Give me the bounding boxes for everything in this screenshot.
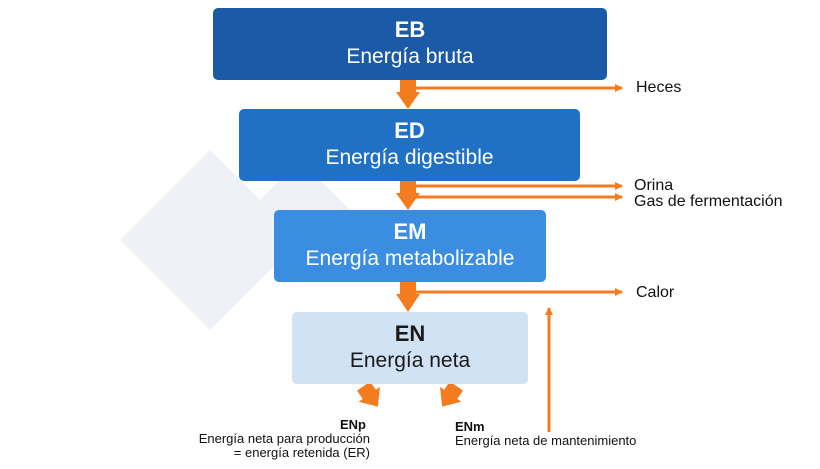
arrow-en-to-enp	[357, 381, 380, 407]
arrow-ed-to-em	[396, 181, 420, 210]
output-label-enp-line2: = energía retenida (ER)	[233, 445, 370, 460]
output-abbr-enm: ENm	[455, 419, 485, 434]
arrow-eb-to-ed	[396, 80, 420, 109]
box-energia-bruta: EB Energía bruta	[213, 8, 607, 80]
arrow-en-to-enm	[440, 381, 463, 407]
box-label: Energía digestible	[325, 146, 494, 169]
loss-label-gas: Gas de fermentación	[634, 193, 783, 210]
loss-label-heces: Heces	[636, 79, 682, 96]
box-energia-neta: EN Energía neta	[292, 312, 528, 384]
loss-label-orina: Orina	[634, 177, 674, 194]
box-abbr: EM	[393, 219, 427, 244]
box-label: Energía metabolizable	[305, 247, 515, 270]
box-abbr: EB	[394, 17, 426, 42]
box-label: Energía bruta	[346, 45, 474, 68]
box-label: Energía neta	[349, 349, 471, 372]
arrow-em-to-en	[396, 282, 420, 312]
box-energia-digestible: ED Energía digestible	[239, 109, 580, 181]
box-abbr: ED	[394, 118, 425, 143]
output-label-enp-line1: Energía neta para producción	[198, 431, 370, 446]
output-abbr-enp: ENp	[340, 417, 366, 432]
output-label-enm-line1: Energía neta de mantenimiento	[455, 433, 637, 448]
box-energia-metabolizable: EM Energía metabolizable	[274, 210, 546, 282]
watermark-diamond	[120, 150, 300, 330]
loss-label-calor: Calor	[636, 284, 675, 301]
box-abbr: EN	[394, 321, 426, 346]
